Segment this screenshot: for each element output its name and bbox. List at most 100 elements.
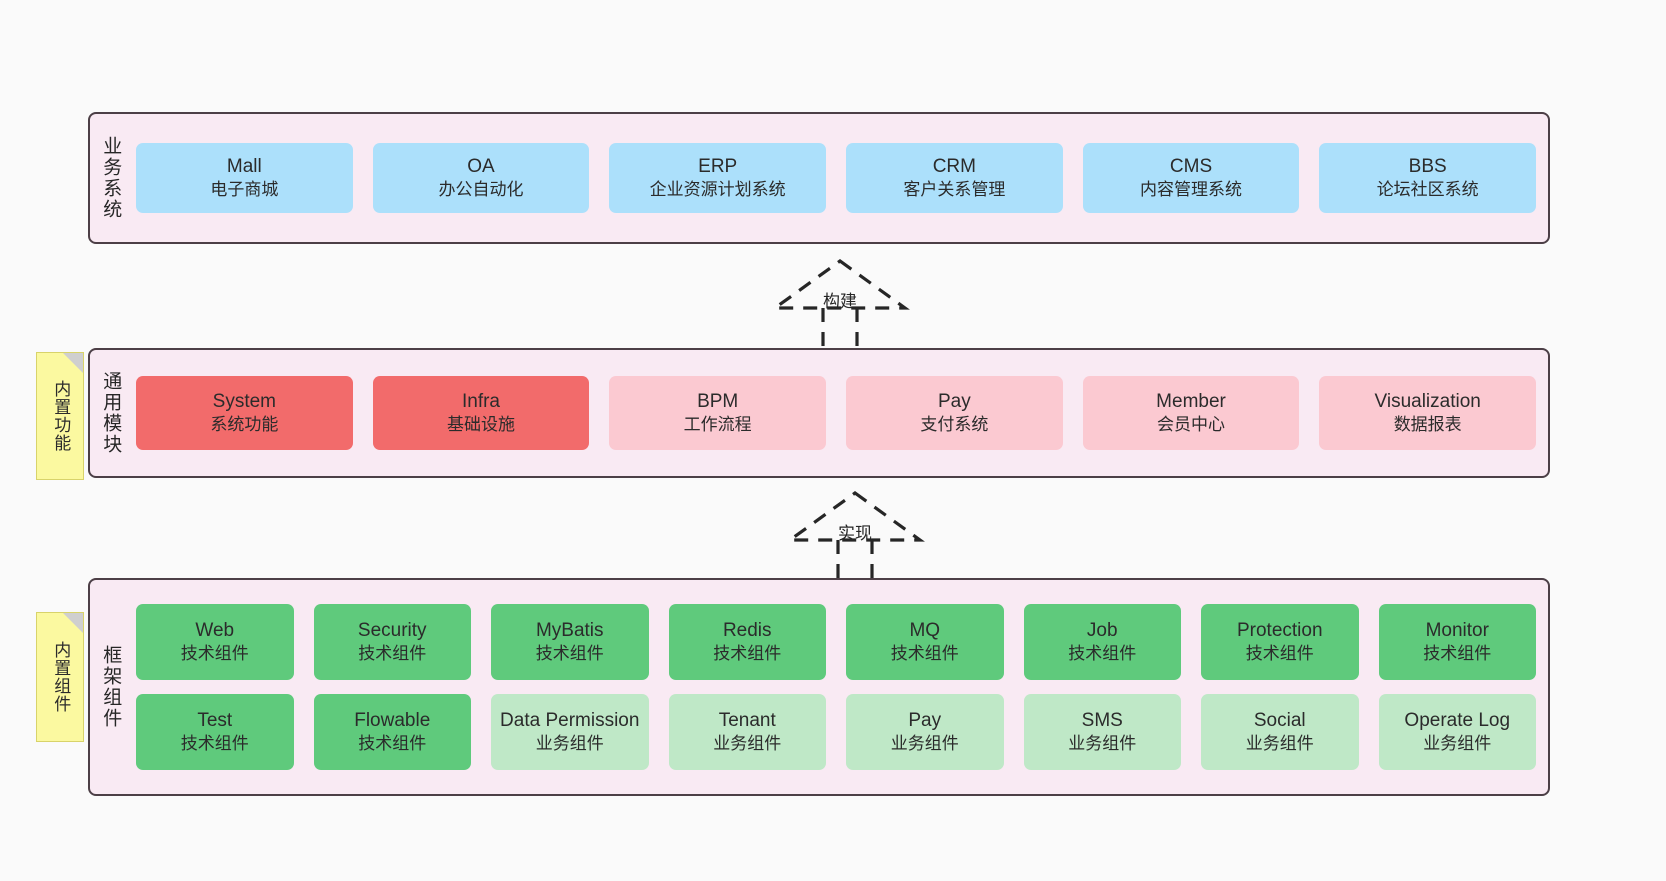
node-infra[interactable]: Infra 基础设施 xyxy=(372,376,590,450)
node-subtitle: 技术组件 xyxy=(1068,644,1137,664)
node-cms[interactable]: CMS 内容管理系统 xyxy=(1082,143,1300,213)
node-system[interactable]: System 系统功能 xyxy=(136,376,353,450)
node-test[interactable]: Test 技术组件 xyxy=(136,694,294,770)
connector-label-implement: 实现 xyxy=(838,524,872,543)
node-crm[interactable]: CRM 客户关系管理 xyxy=(846,143,1063,213)
layer-row: System 系统功能 Infra 基础设施 BPM 工作流程 Pay 支付系统… xyxy=(136,376,1537,450)
node-title: Pay xyxy=(908,710,942,732)
note-builtin-function[interactable]: 内置功能 xyxy=(36,352,84,480)
node-subtitle: 基础设施 xyxy=(447,415,515,435)
connector-implement: 实现 xyxy=(770,487,940,587)
layer-business-system[interactable]: 业务系统 Mall 电子商城 OA 办公自动化 ERP 企业资源计划系统 CRM… xyxy=(88,112,1550,244)
node-title: Web xyxy=(195,620,235,642)
node-subtitle: 业务组件 xyxy=(1068,734,1137,754)
node-title: Monitor xyxy=(1425,620,1489,642)
node-subtitle: 办公自动化 xyxy=(438,180,524,200)
node-title: CMS xyxy=(1169,156,1213,178)
node-subtitle: 技术组件 xyxy=(180,644,249,664)
node-subtitle: 企业资源计划系统 xyxy=(649,180,786,200)
node-protection[interactable]: Protection 技术组件 xyxy=(1201,604,1359,680)
layer-row: Test 技术组件 Flowable 技术组件 Data Permission … xyxy=(136,694,1536,770)
node-monitor[interactable]: Monitor 技术组件 xyxy=(1378,604,1536,680)
node-subtitle: 业务组件 xyxy=(713,734,782,754)
node-title: Data Permission xyxy=(500,710,640,732)
node-title: BPM xyxy=(697,391,739,413)
node-title: Test xyxy=(197,710,233,732)
node-subtitle: 技术组件 xyxy=(358,734,427,754)
layer-title-common-module: 通用模块 xyxy=(100,371,122,455)
node-title: Mall xyxy=(226,156,262,178)
node-title: Visualization xyxy=(1374,391,1481,413)
node-title: Social xyxy=(1253,710,1306,732)
note-builtin-component[interactable]: 内置组件 xyxy=(36,612,84,742)
node-pay-component[interactable]: Pay 业务组件 xyxy=(846,694,1004,770)
node-bpm[interactable]: BPM 工作流程 xyxy=(609,376,827,450)
node-subtitle: 技术组件 xyxy=(358,644,427,664)
node-title: BBS xyxy=(1408,156,1447,178)
node-title: Infra xyxy=(461,391,501,413)
layer-row: Mall 电子商城 OA 办公自动化 ERP 企业资源计划系统 CRM 客户关系… xyxy=(136,143,1537,213)
node-data-permission[interactable]: Data Permission 业务组件 xyxy=(491,694,649,770)
node-subtitle: 技术组件 xyxy=(713,644,782,664)
node-subtitle: 业务组件 xyxy=(1423,734,1492,754)
node-social[interactable]: Social 业务组件 xyxy=(1201,694,1359,770)
node-subtitle: 电子商城 xyxy=(210,180,279,200)
layer-title-business-system: 业务系统 xyxy=(100,136,122,220)
note-text: 内置组件 xyxy=(51,641,71,713)
node-title: Protection xyxy=(1236,620,1323,642)
node-subtitle: 支付系统 xyxy=(920,415,989,435)
node-title: System xyxy=(212,391,277,413)
node-title: Redis xyxy=(722,620,772,642)
layer-title-framework-component: 框架组件 xyxy=(100,645,122,729)
node-erp[interactable]: ERP 企业资源计划系统 xyxy=(609,143,827,213)
node-title: SMS xyxy=(1081,710,1123,732)
layer-framework-component[interactable]: 框架组件 Web 技术组件 Security 技术组件 MyBatis 技术组件… xyxy=(88,578,1550,796)
node-web[interactable]: Web 技术组件 xyxy=(136,604,294,680)
node-title: Tenant xyxy=(718,710,776,732)
node-title: CRM xyxy=(932,156,976,178)
node-subtitle: 业务组件 xyxy=(890,734,959,754)
node-flowable[interactable]: Flowable 技术组件 xyxy=(313,694,471,770)
node-visualization[interactable]: Visualization 数据报表 xyxy=(1319,376,1537,450)
node-tenant[interactable]: Tenant 业务组件 xyxy=(668,694,826,770)
node-title: Flowable xyxy=(354,710,431,732)
node-subtitle: 技术组件 xyxy=(1423,644,1492,664)
node-title: OA xyxy=(467,156,495,178)
node-redis[interactable]: Redis 技术组件 xyxy=(668,604,826,680)
node-title: Job xyxy=(1086,620,1118,642)
layer-body-business-system: Mall 电子商城 OA 办公自动化 ERP 企业资源计划系统 CRM 客户关系… xyxy=(130,114,1548,242)
node-title: Security xyxy=(357,620,427,642)
note-fold-corner-icon xyxy=(63,613,83,633)
node-bbs[interactable]: BBS 论坛社区系统 xyxy=(1319,143,1537,213)
node-pay-module[interactable]: Pay 支付系统 xyxy=(846,376,1063,450)
layer-body-framework-component: Web 技术组件 Security 技术组件 MyBatis 技术组件 Redi… xyxy=(130,580,1548,794)
node-member[interactable]: Member 会员中心 xyxy=(1082,376,1300,450)
node-title: Pay xyxy=(937,391,971,413)
node-title: Member xyxy=(1156,391,1226,413)
node-mybatis[interactable]: MyBatis 技术组件 xyxy=(491,604,649,680)
node-subtitle: 业务组件 xyxy=(535,734,604,754)
node-mall[interactable]: Mall 电子商城 xyxy=(136,143,353,213)
node-title: ERP xyxy=(698,156,738,178)
node-subtitle: 数据报表 xyxy=(1393,415,1462,435)
node-mq[interactable]: MQ 技术组件 xyxy=(846,604,1004,680)
node-subtitle: 工作流程 xyxy=(683,415,752,435)
note-text: 内置功能 xyxy=(51,380,71,452)
node-oa[interactable]: OA 办公自动化 xyxy=(372,143,590,213)
node-subtitle: 会员中心 xyxy=(1157,415,1226,435)
node-operate-log[interactable]: Operate Log 业务组件 xyxy=(1378,694,1536,770)
node-subtitle: 技术组件 xyxy=(890,644,959,664)
node-subtitle: 业务组件 xyxy=(1245,734,1314,754)
node-job[interactable]: Job 技术组件 xyxy=(1023,604,1181,680)
layer-common-module[interactable]: 通用模块 System 系统功能 Infra 基础设施 BPM 工作流程 Pay… xyxy=(88,348,1550,478)
node-subtitle: 系统功能 xyxy=(210,415,279,435)
node-subtitle: 客户关系管理 xyxy=(903,180,1006,200)
node-subtitle: 技术组件 xyxy=(180,734,249,754)
layer-body-common-module: System 系统功能 Infra 基础设施 BPM 工作流程 Pay 支付系统… xyxy=(130,350,1548,476)
node-title: Operate Log xyxy=(1404,710,1511,732)
node-security[interactable]: Security 技术组件 xyxy=(313,604,471,680)
node-title: MQ xyxy=(909,620,941,642)
node-sms[interactable]: SMS 业务组件 xyxy=(1023,694,1181,770)
node-subtitle: 技术组件 xyxy=(535,644,604,664)
